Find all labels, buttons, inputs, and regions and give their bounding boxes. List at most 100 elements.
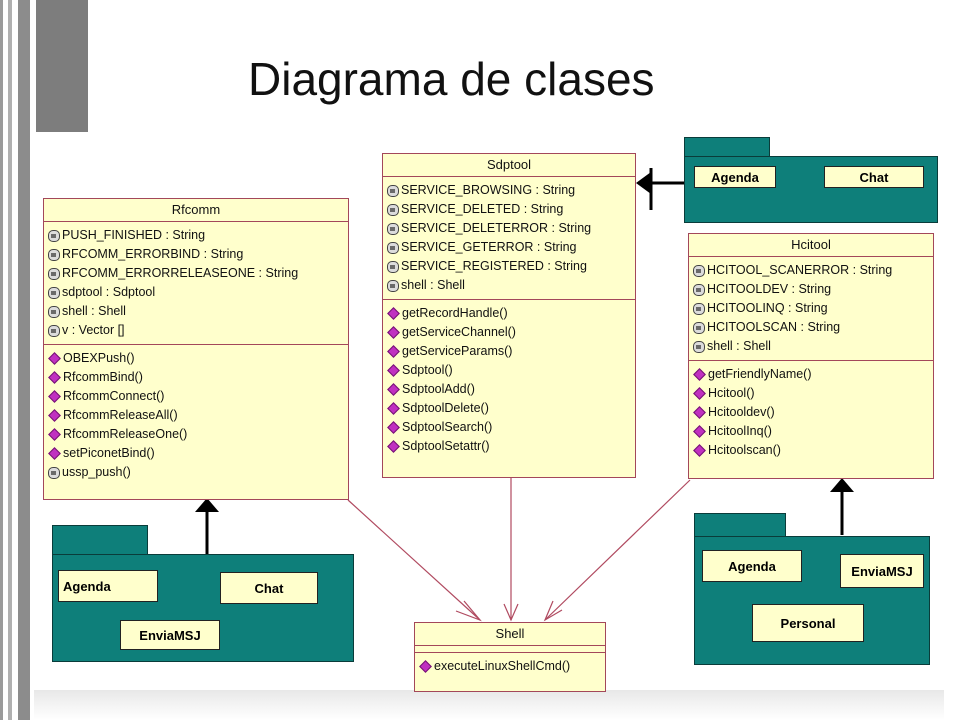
class-name: Shell [415,623,605,646]
attribute-row: SERVICE_GETERROR : String [387,238,635,257]
attributes-section [415,646,605,653]
attribute-label: HCITOOLSCAN : String [707,320,841,334]
operation-label: RfcommReleaseOne() [63,427,188,441]
operation-row: RfcommBind() [48,368,348,387]
attribute-row: HCITOOLINQ : String [693,299,933,318]
lock-icon [48,248,60,261]
package-item-agenda[interactable]: Agenda [58,570,158,602]
lock-icon [693,302,705,315]
attribute-row: RFCOMM_ERRORRELEASEONE : String [48,264,348,283]
operation-row: Hcitooldev() [693,403,933,422]
attribute-label: shell : Shell [707,339,771,353]
attribute-label: shell : Shell [401,278,465,292]
operation-row: RfcommConnect() [48,387,348,406]
operation-label: setPiconetBind() [63,446,155,460]
operation-icon [693,368,706,381]
operations-section: OBEXPush() RfcommBind() RfcommConnect() … [44,345,348,486]
lock-icon [48,267,60,280]
package-tab [52,525,148,555]
operation-label: Hcitooldev() [708,405,775,419]
attribute-label: SERVICE_DELETED : String [401,202,564,216]
operation-row: HcitoolInq() [693,422,933,441]
operation-label: Sdptool() [402,363,453,377]
attributes-section: HCITOOL_SCANERROR : String HCITOOLDEV : … [689,257,933,361]
operation-row: Sdptool() [387,361,635,380]
operation-icon [48,409,61,422]
attribute-row: sdptool : Sdptool [48,283,348,302]
attribute-row: PUSH_FINISHED : String [48,226,348,245]
operation-row: RfcommReleaseAll() [48,406,348,425]
class-hcitool[interactable]: Hcitool HCITOOL_SCANERROR : String HCITO… [688,233,934,479]
attributes-section: PUSH_FINISHED : String RFCOMM_ERRORBIND … [44,222,348,345]
class-sdptool[interactable]: Sdptool SERVICE_BROWSING : String SERVIC… [382,153,636,478]
attribute-row: shell : Shell [387,276,635,295]
lock-icon [387,203,399,216]
operations-section: executeLinuxShellCmd() [415,653,605,680]
package-tab [694,513,786,537]
attribute-label: HCITOOLINQ : String [707,301,828,315]
operations-section: getRecordHandle() getServiceChannel() ge… [383,300,635,460]
package-top-right[interactable]: Agenda Chat [684,137,938,223]
attributes-section: SERVICE_BROWSING : String SERVICE_DELETE… [383,177,635,300]
lock-icon [387,222,399,235]
package-item-enviamsj[interactable]: EnviaMSJ [120,620,220,650]
package-left[interactable]: Agenda Chat EnviaMSJ [52,525,354,662]
operation-row: ussp_push() [48,463,348,482]
package-right[interactable]: Agenda EnviaMSJ Personal [694,513,930,665]
attribute-label: SERVICE_DELETERROR : String [401,221,592,235]
operation-label: SdptoolSearch() [402,420,493,434]
operation-row: OBEXPush() [48,349,348,368]
operation-icon [48,447,61,460]
operation-icon [387,364,400,377]
operation-icon [693,387,706,400]
operation-label: getServiceParams() [402,344,513,358]
operation-row: Hcitoolscan() [693,441,933,460]
operation-label: getServiceChannel() [402,325,516,339]
class-rfcomm[interactable]: Rfcomm PUSH_FINISHED : String RFCOMM_ERR… [43,198,349,500]
operation-label: SdptoolSetattr() [402,439,490,453]
slide-title: Diagrama de clases [248,53,655,105]
class-name: Hcitool [689,234,933,257]
package-item-agenda[interactable]: Agenda [694,166,776,188]
lock-icon [387,260,399,273]
attribute-label: SERVICE_GETERROR : String [401,240,577,254]
lock-icon [693,340,705,353]
lock-icon [48,466,60,479]
package-item-enviamsj[interactable]: EnviaMSJ [840,554,924,588]
operation-row: setPiconetBind() [48,444,348,463]
attribute-row: HCITOOLSCAN : String [693,318,933,337]
operation-row: SdptoolSetattr() [387,437,635,456]
attribute-label: shell : Shell [62,304,126,318]
operation-icon [48,352,61,365]
lock-icon [387,279,399,292]
package-item-chat[interactable]: Chat [220,572,318,604]
operation-icon [693,425,706,438]
operation-icon [419,660,432,673]
slide-bottom-shadow [34,690,944,720]
operation-icon [693,406,706,419]
class-name: Sdptool [383,154,635,177]
lock-icon [693,264,705,277]
operation-label: ussp_push() [62,465,131,479]
attribute-row: SERVICE_BROWSING : String [387,181,635,200]
operation-row: getServiceParams() [387,342,635,361]
slide-left-stripe [8,0,12,720]
attribute-row: HCITOOL_SCANERROR : String [693,261,933,280]
package-item-chat[interactable]: Chat [824,166,924,188]
operation-label: SdptoolDelete() [402,401,489,415]
class-shell[interactable]: Shell executeLinuxShellCmd() [414,622,606,692]
operation-row: SdptoolDelete() [387,399,635,418]
operation-row: Hcitool() [693,384,933,403]
package-item-personal[interactable]: Personal [752,604,864,642]
lock-icon [387,241,399,254]
package-item-agenda[interactable]: Agenda [702,550,802,582]
operation-row: executeLinuxShellCmd() [419,657,605,676]
attribute-label: HCITOOL_SCANERROR : String [707,263,893,277]
operation-icon [387,345,400,358]
lock-icon [387,184,399,197]
operation-row: getRecordHandle() [387,304,635,323]
attribute-label: v : Vector [] [62,323,125,337]
lock-icon [693,321,705,334]
operation-row: SdptoolSearch() [387,418,635,437]
attribute-row: RFCOMM_ERRORBIND : String [48,245,348,264]
